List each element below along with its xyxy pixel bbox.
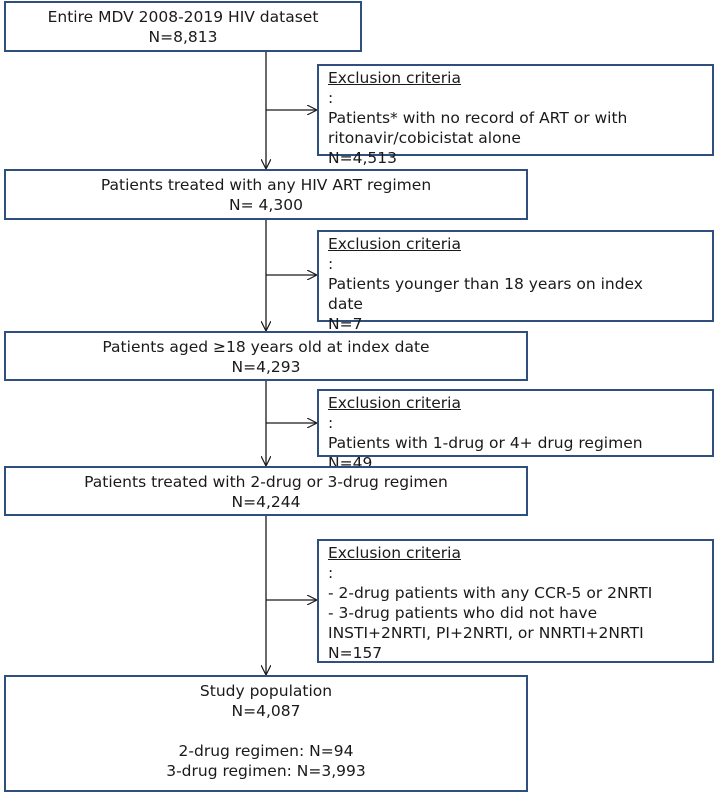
exclusion-text: - 2-drug patients with any CCR-5 or 2NRT… [328,584,653,602]
exclusion-box-regimen-type: Exclusion criteria: - 2-drug patients wi… [317,539,714,663]
step-count: N=8,813 [148,28,218,46]
step-title: Patients treated with 2-drug or 3-drug r… [84,473,448,491]
step-title: Entire MDV 2008-2019 HIV dataset [47,8,319,26]
exclusion-box-drug-count: Exclusion criteria: Patients with 1-drug… [317,389,714,472]
step-count: N=4,087 [231,702,301,720]
step-title: Study population [199,682,333,700]
exclusion-text: Patients with 1-drug or 4+ drug regimen [328,434,643,452]
step-title: Patients treated with any HIV ART regime… [100,176,432,194]
exclusion-count: N=157 [328,644,383,662]
exclusion-heading: Exclusion criteria [328,544,461,562]
step-detail-2-drug: 2-drug regimen: N=94 [178,742,354,760]
exclusion-text: - 3-drug patients who did not have [328,604,598,622]
exclusion-count: N=7 [328,315,363,333]
step-box-any-art: Patients treated with any HIV ART regime… [4,169,528,220]
step-box-2-3-drug: Patients treated with 2-drug or 3-drug r… [4,466,528,516]
exclusion-heading: Exclusion criteria [328,69,461,87]
step-detail-3-drug: 3-drug regimen: N=3,993 [166,762,366,780]
exclusion-heading: Exclusion criteria [328,235,461,253]
exclusion-text: date [328,295,363,313]
exclusion-box-age: Exclusion criteria: Patients younger tha… [317,230,714,333]
exclusion-text: INSTI+2NRTI, PI+2NRTI, or NNRTI+2NRTI [328,624,644,642]
exclusion-box-no-art: Exclusion criteria: Patients* with no re… [317,64,714,167]
step-count: N=4,293 [231,358,301,376]
step-count: N=4,244 [231,493,301,511]
step-box-study-population: Study population N=4,087 2-drug regimen:… [4,675,528,792]
exclusion-text: Patients younger than 18 years on index [328,275,643,293]
step-count: N= 4,300 [229,196,303,214]
step-box-adults: Patients aged ≥18 years old at index dat… [4,331,528,381]
step-title: Patients aged ≥18 years old at index dat… [102,338,430,356]
exclusion-heading: Exclusion criteria [328,394,461,412]
step-box-dataset: Entire MDV 2008-2019 HIV dataset N=8,813 [4,1,362,52]
exclusion-text: Patients* with no record of ART or with [328,109,628,127]
exclusion-count: N=4,513 [328,149,397,167]
exclusion-text: ritonavir/cobicistat alone [328,129,521,147]
